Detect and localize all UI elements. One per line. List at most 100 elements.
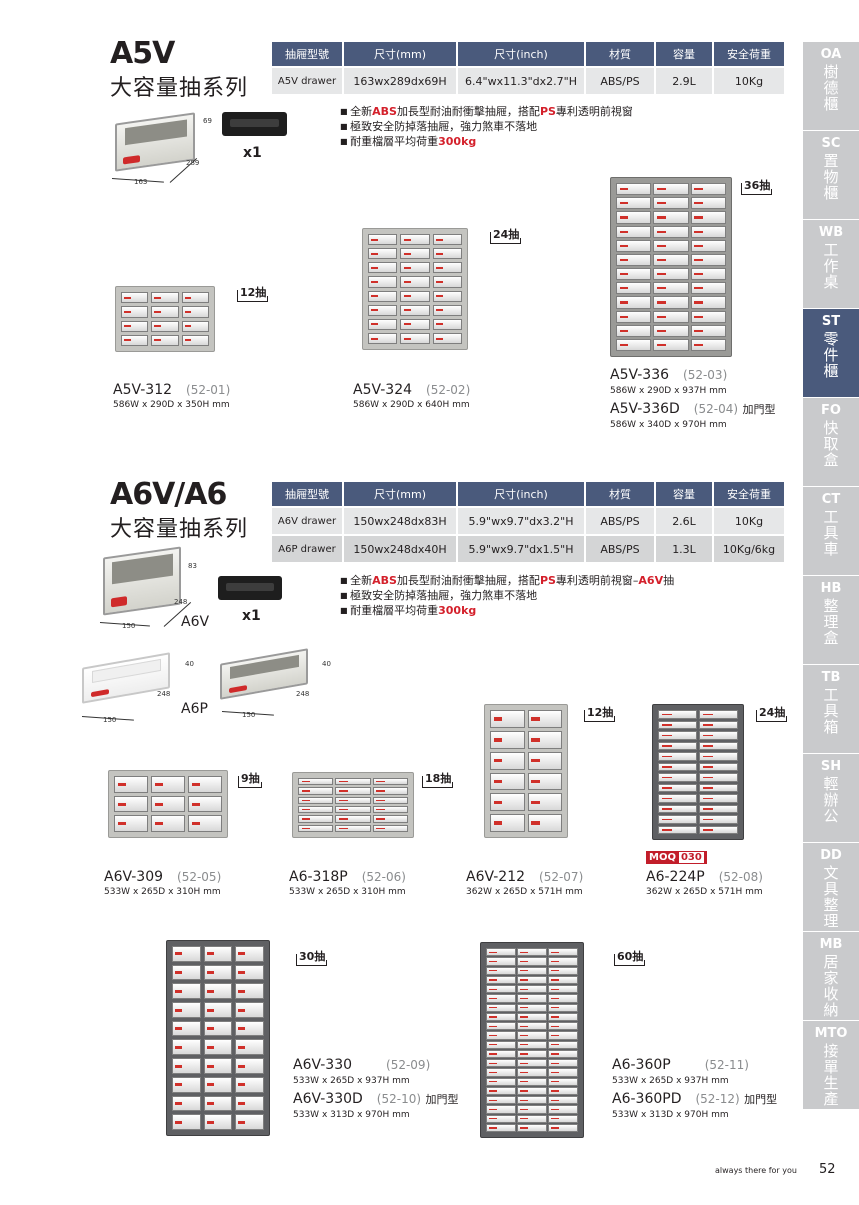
feature-item: 耐重檔層平均荷重300kg bbox=[340, 134, 633, 149]
footer-slogan: always there for you bbox=[715, 1166, 797, 1175]
th-size-mm: 尺寸(mm) bbox=[344, 42, 456, 66]
series-name-a5v: 大容量抽系列 bbox=[110, 76, 249, 101]
table-cell: 10Kg bbox=[714, 68, 784, 94]
table-cell: A5V drawer bbox=[272, 68, 342, 94]
a6p-drawer-image bbox=[220, 648, 308, 700]
th-load: 安全荷重 bbox=[714, 42, 784, 66]
cabinet-a6-318p bbox=[292, 772, 414, 838]
table-cell: A6P drawer bbox=[272, 536, 342, 562]
product-dims: 586W x 290D x 350H mm bbox=[113, 400, 230, 410]
feature-item: 極致安全防掉落抽屜，強力煞車不落地 bbox=[340, 588, 674, 603]
page-number: 52 bbox=[819, 1162, 836, 1177]
dim-w: 150 bbox=[122, 622, 136, 630]
table-cell: 10Kg/6kg bbox=[714, 536, 784, 562]
product-model: A6V-212(52-07) bbox=[466, 869, 584, 885]
cabinet-a5v-324 bbox=[362, 228, 468, 350]
drawer-count-badge: 24抽 bbox=[490, 226, 522, 244]
product-model: A6-318P(52-06) bbox=[289, 869, 406, 885]
cabinet-a6-224p bbox=[652, 704, 744, 840]
drawer-count-badge: 18抽 bbox=[422, 770, 454, 788]
product-dims: 586W x 290D x 640H mm bbox=[353, 400, 470, 410]
a6v-label: A6V bbox=[181, 614, 210, 630]
table-cell: ABS/PS bbox=[586, 68, 654, 94]
dim-h: 83 bbox=[188, 562, 197, 570]
a6v-drawer-image bbox=[103, 546, 181, 616]
dim-w: 150 bbox=[242, 711, 256, 719]
product-dims-door: 533W x 313D x 970H mm bbox=[612, 1110, 729, 1120]
th-size-mm: 尺寸(mm) bbox=[344, 482, 456, 506]
table-cell: 1.3L bbox=[656, 536, 712, 562]
series-name-a6: 大容量抽系列 bbox=[110, 517, 249, 542]
cabinet-a6v-212 bbox=[484, 704, 568, 838]
feature-item: 極致安全防掉落抽屜，強力煞車不落地 bbox=[340, 119, 633, 134]
handle-qty: x1 bbox=[243, 145, 262, 161]
drawer-handle-image bbox=[218, 576, 282, 600]
th-size-inch: 尺寸(inch) bbox=[458, 482, 584, 506]
th-capacity: 容量 bbox=[656, 42, 712, 66]
product-dims: 533W x 265D x 937H mm bbox=[293, 1076, 410, 1086]
feature-item: 全新ABS加長型耐油耐衝擊抽屜，搭配PS專利透明前視窗–A6V抽 bbox=[340, 573, 674, 588]
dim-d: 248 bbox=[157, 690, 171, 698]
feature-list-a5v: 全新ABS加長型耐油耐衝擊抽屜，搭配PS專利透明前視窗 極致安全防掉落抽屜，強力… bbox=[340, 104, 633, 149]
dim-h: 69 bbox=[203, 117, 212, 125]
product-dims: 586W x 290D x 937H mm bbox=[610, 386, 727, 396]
dim-d: 248 bbox=[174, 598, 188, 606]
drawer-count-badge: 60抽 bbox=[614, 948, 646, 966]
cabinet-a6-360p bbox=[480, 942, 584, 1138]
spec-table-a6: 抽屜型號 尺寸(mm) 尺寸(inch) 材質 容量 安全荷重 A6V draw… bbox=[270, 480, 786, 564]
product-model: A6-224P(52-08) bbox=[646, 869, 763, 885]
dim-h: 40 bbox=[185, 660, 194, 668]
table-cell: ABS/PS bbox=[586, 536, 654, 562]
cabinet-a5v-336 bbox=[610, 177, 732, 357]
table-cell: 5.9"wx9.7"dx3.2"H bbox=[458, 508, 584, 534]
th-model: 抽屜型號 bbox=[272, 482, 342, 506]
series-code-a6: A6V/A6 bbox=[110, 477, 227, 512]
series-code-a5v: A5V bbox=[110, 36, 175, 71]
dim-d: 289 bbox=[186, 159, 200, 167]
feature-item: 耐重檔層平均荷重300kg bbox=[340, 603, 674, 618]
drawer-count-badge: 24抽 bbox=[756, 704, 788, 722]
th-capacity: 容量 bbox=[656, 482, 712, 506]
th-model: 抽屜型號 bbox=[272, 42, 342, 66]
product-model: A5V-336(52-03) bbox=[610, 367, 728, 383]
table-cell: 6.4"wx11.3"dx2.7"H bbox=[458, 68, 584, 94]
cabinet-a6v-330 bbox=[166, 940, 270, 1136]
drawer-handle-image bbox=[222, 112, 287, 136]
product-model: A6V-330(52-09) bbox=[293, 1057, 431, 1073]
table-cell: 150wx248dx40H bbox=[344, 536, 456, 562]
drawer-count-badge: 12抽 bbox=[237, 284, 269, 302]
cabinet-a6v-309 bbox=[108, 770, 228, 838]
dim-d: 248 bbox=[296, 690, 310, 698]
drawer-count-badge: 30抽 bbox=[296, 948, 328, 966]
product-model: A5V-312(52-01) bbox=[113, 382, 231, 398]
product-dims: 362W x 265D x 571H mm bbox=[646, 887, 763, 897]
product-dims: 533W x 265D x 310H mm bbox=[289, 887, 406, 897]
a5v-drawer-image bbox=[115, 112, 195, 172]
drawer-count-badge: 12抽 bbox=[584, 704, 616, 722]
product-model: A6-360P(52-11) bbox=[612, 1057, 749, 1073]
handle-qty: x1 bbox=[242, 608, 261, 624]
table-cell: 2.9L bbox=[656, 68, 712, 94]
product-model: A6V-309(52-05) bbox=[104, 869, 222, 885]
product-model-door: A6V-330D(52-10) 加門型 bbox=[293, 1091, 459, 1107]
spec-table-a5v: 抽屜型號 尺寸(mm) 尺寸(inch) 材質 容量 安全荷重 A5V draw… bbox=[270, 40, 786, 96]
product-dims: 362W x 265D x 571H mm bbox=[466, 887, 583, 897]
product-dims: 533W x 265D x 310H mm bbox=[104, 887, 221, 897]
dim-h: 40 bbox=[322, 660, 331, 668]
product-model: A5V-324(52-02) bbox=[353, 382, 471, 398]
th-size-inch: 尺寸(inch) bbox=[458, 42, 584, 66]
